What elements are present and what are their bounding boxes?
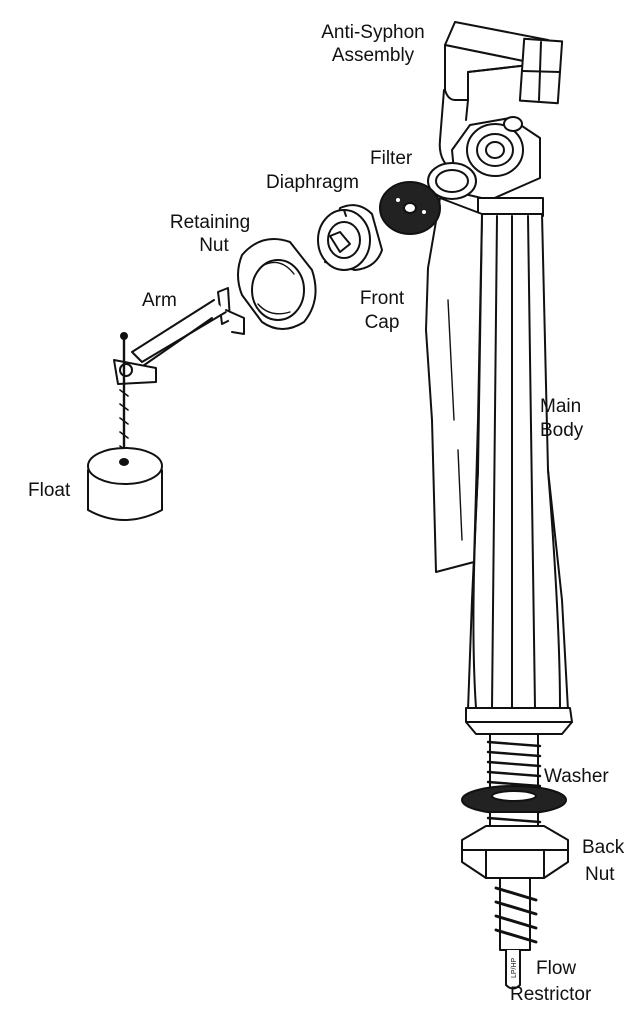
label-main-body-line2: Body xyxy=(540,420,584,441)
label-main-body-line1: Main xyxy=(540,396,582,417)
label-flow-restrictor-line2: Restrictor xyxy=(510,984,592,1005)
anti-syphon-assembly xyxy=(438,21,564,171)
float xyxy=(87,447,163,521)
label-back-nut-line1: Back xyxy=(582,837,625,858)
flow-restrictor xyxy=(494,877,538,990)
overflow-sleeve xyxy=(425,197,483,573)
label-arm: Arm xyxy=(142,290,177,311)
back-nut xyxy=(461,811,569,879)
float-rod xyxy=(119,332,129,462)
label-front-cap-line2: Cap xyxy=(364,312,400,333)
arm xyxy=(113,287,245,385)
label-flow-restrictor-line1: Flow xyxy=(536,958,577,979)
filter xyxy=(427,162,477,200)
label-anti-syphon-line2: Assembly xyxy=(331,45,415,66)
label-retaining-nut-line1: Retaining xyxy=(169,212,251,233)
label-retaining-nut-line2: Nut xyxy=(199,235,229,256)
front-cap xyxy=(317,204,383,271)
retaining-nut xyxy=(237,238,317,330)
label-float: Float xyxy=(28,480,71,501)
diaphragm xyxy=(379,181,441,235)
label-front-cap-line1: Front xyxy=(359,288,405,309)
label-washer: Washer xyxy=(544,766,609,787)
label-anti-syphon-line1: Anti-Syphon xyxy=(321,22,425,43)
threaded-shank xyxy=(486,733,542,801)
label-diaphragm: Diaphragm xyxy=(266,172,359,193)
washer xyxy=(461,785,567,815)
label-filter: Filter xyxy=(370,148,413,169)
restrictor-marking: LP/HP xyxy=(511,957,518,978)
label-back-nut-line2: Nut xyxy=(585,864,615,885)
